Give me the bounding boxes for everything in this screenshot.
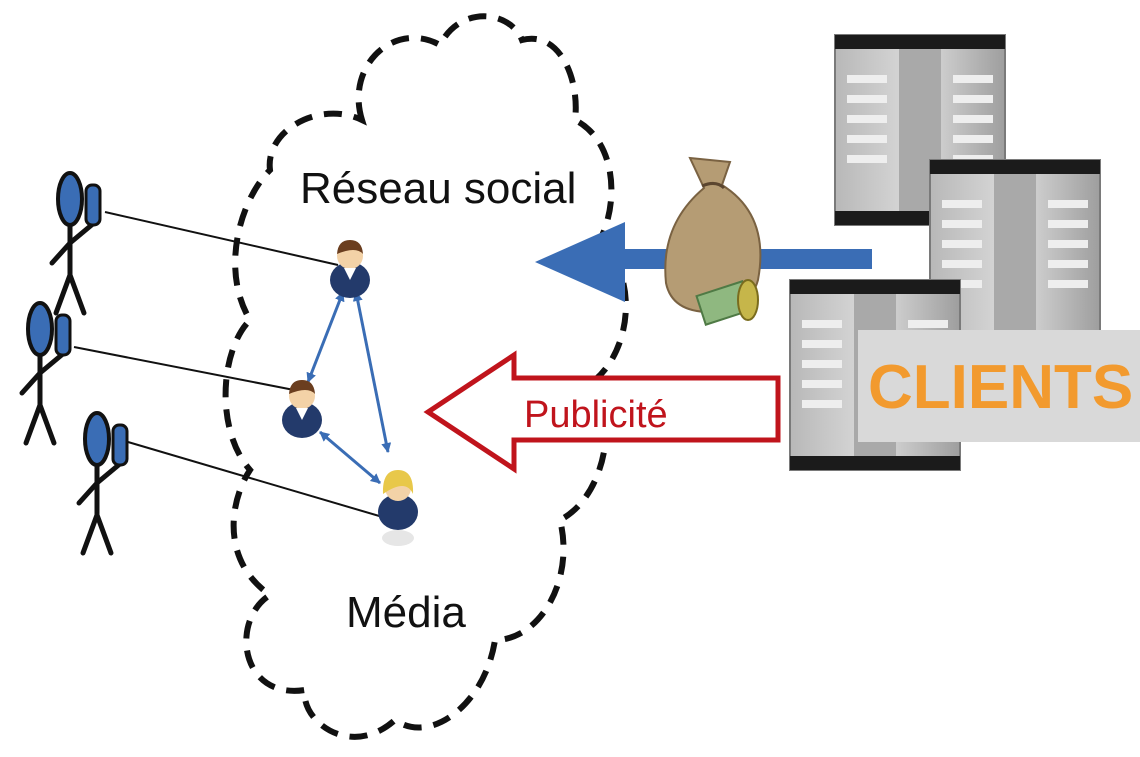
ad-arrow — [423, 350, 781, 474]
clients-box — [858, 330, 1140, 442]
network-cloud — [222, 13, 629, 740]
user-icon — [330, 240, 370, 298]
ad-label: Publicité — [524, 394, 668, 436]
cloud-label: Réseau social — [300, 164, 576, 213]
user-icon — [378, 470, 418, 546]
observer-icon — [79, 413, 127, 553]
network-link — [352, 291, 392, 453]
money-bag-icon — [664, 156, 762, 326]
network-link — [306, 291, 345, 383]
observation-line — [127, 441, 387, 519]
clients-label: CLIENTS — [868, 353, 1133, 422]
observation-line — [104, 211, 339, 266]
observer-icon — [22, 303, 70, 443]
media-label: Média — [346, 588, 466, 637]
observer-icon — [52, 173, 100, 313]
network-link — [319, 430, 381, 485]
observation-line — [73, 346, 295, 391]
